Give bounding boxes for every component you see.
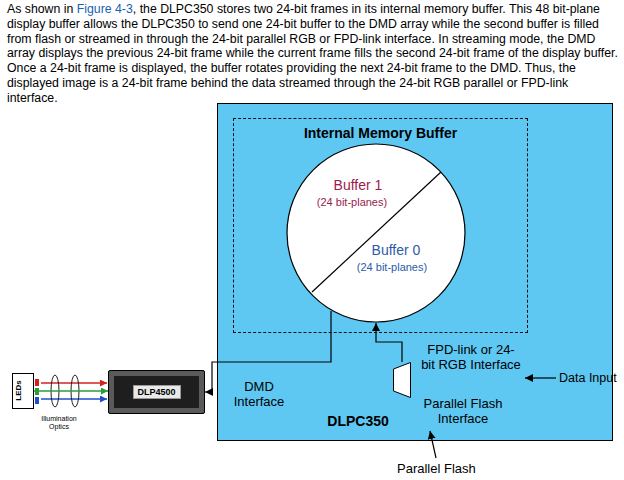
- region-title: Internal Memory Buffer: [234, 125, 527, 141]
- input-mux: FPD-link or 24-bit RGB InterfaceParallel…: [393, 362, 411, 398]
- connector: [376, 323, 402, 362]
- buffer-name: Buffer 0: [372, 242, 421, 258]
- interface-label: FPD-link or 24-bit RGB Interface: [421, 342, 521, 372]
- flash-input-arrow: [430, 431, 436, 458]
- blue-light-ray: [41, 398, 107, 400]
- mux-symbol: [394, 363, 411, 398]
- controller-box: DLPC350 Internal Memory BufferBuffer 1 (24…: [217, 103, 612, 440]
- memory-buffer-region: Internal Memory BufferBuffer 1 (24 bit-pl…: [233, 118, 528, 333]
- dmd-chip: DLP4500: [108, 370, 205, 414]
- connector: [34, 390, 108, 392]
- data-input-arrow: [525, 377, 556, 378]
- chip-name: DLPC350: [313, 413, 403, 429]
- buffer-divider: [312, 172, 441, 292]
- buffer-size: (24 bit-planes): [357, 261, 427, 273]
- controller-body: [218, 104, 613, 441]
- chip-label: DLP4500: [132, 385, 180, 399]
- led-label: LEDs: [14, 380, 23, 400]
- figure-link: Figure 4-3: [77, 2, 133, 16]
- buffer-name: Buffer 1: [334, 177, 383, 193]
- buffer-size: (24 bit-planes): [317, 196, 387, 208]
- red-light-ray: [41, 382, 107, 384]
- buffer-outline: [287, 144, 465, 322]
- body-text: , the DLPC350 stores two 24-bit frames i…: [7, 2, 618, 105]
- mux-outline: [393, 362, 411, 398]
- optics-label: Illumination Optics: [36, 415, 82, 431]
- circle-outline: [286, 143, 466, 323]
- body-text: As shown in: [7, 2, 73, 16]
- signal-label: Data Input: [559, 371, 617, 386]
- buffer-circle: Buffer 1 (24 bit-planes) Buffer 0 (24 bit-p…: [286, 143, 466, 323]
- interface-label: Parallel Flash Interface: [413, 396, 513, 426]
- signal-label: Parallel Flash: [397, 461, 476, 476]
- interface-label: DMD Interface: [222, 379, 296, 409]
- body-paragraph: As shown in Figure 4-3, the DLPC350 store…: [7, 2, 619, 106]
- red-led: [35, 379, 39, 386]
- led-box: LEDs: [12, 373, 34, 409]
- blue-led: [35, 397, 39, 404]
